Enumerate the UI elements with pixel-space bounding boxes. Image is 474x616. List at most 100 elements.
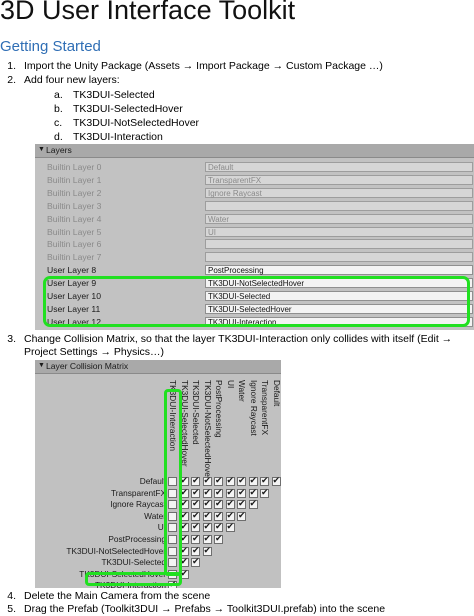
layer-name: Builtin Layer 3: [47, 200, 102, 211]
foldout-triangle-icon[interactable]: ▼: [38, 146, 45, 153]
matrix-checkbox-checked[interactable]: ✔: [191, 510, 200, 521]
matrix-checkbox-checked[interactable]: ✔: [214, 534, 223, 544]
matrix-checkbox-checked[interactable]: ✔: [191, 545, 200, 556]
sub-number: d.: [54, 131, 63, 143]
matrix-checkbox-checked[interactable]: ✔: [260, 476, 269, 486]
layer-row: Builtin Layer 5 UI: [35, 226, 474, 239]
matrix-checkbox-checked[interactable]: ✔: [214, 476, 223, 486]
matrix-checkbox-checked[interactable]: ✔: [260, 487, 269, 498]
sub-text: TK3DUI-Interaction: [73, 131, 163, 143]
matrix-column-label: Water: [237, 380, 247, 402]
layer-name: User Layer 11: [47, 303, 101, 314]
layer-name-field: UI: [205, 226, 473, 237]
matrix-row-label: TransparentFX: [110, 487, 166, 498]
step-text: Change Collision Matrix, so that the lay…: [24, 333, 453, 345]
layer-name: User Layer 8: [47, 265, 97, 276]
matrix-checkbox-checked[interactable]: ✔: [225, 510, 235, 521]
step-number: 5.: [7, 603, 16, 615]
matrix-checkbox-checked[interactable]: ✔: [248, 487, 258, 498]
section-heading: Getting Started: [0, 38, 101, 55]
matrix-checkbox-checked[interactable]: ✔: [225, 476, 235, 486]
matrix-panel-header[interactable]: ▼ Layer Collision Matrix: [35, 360, 281, 374]
layer-row: Builtin Layer 3: [35, 200, 474, 213]
layer-name-field[interactable]: PostProcessing: [205, 265, 473, 276]
matrix-checkbox-checked[interactable]: ✔: [237, 487, 246, 498]
matrix-checkbox-checked[interactable]: ✔: [191, 557, 200, 568]
layer-name-field[interactable]: TK3DUI-Selected: [205, 291, 473, 301]
matrix-checkbox-checked[interactable]: ✔: [214, 487, 223, 498]
matrix-checkbox-unchecked[interactable]: [168, 535, 177, 544]
matrix-checkbox-checked[interactable]: ✔: [214, 510, 223, 521]
matrix-checkbox-unchecked[interactable]: [168, 488, 177, 498]
layer-name-field: [205, 239, 473, 250]
sub-text: TK3DUI-NotSelectedHover: [73, 117, 200, 129]
foldout-triangle-icon[interactable]: ▼: [38, 362, 45, 369]
layer-name-field: [205, 252, 473, 263]
layers-panel-title: Layers: [46, 145, 72, 155]
matrix-checkbox-checked[interactable]: ✔: [248, 499, 258, 510]
layer-name: Builtin Layer 1: [47, 174, 102, 185]
step-number: 4.: [7, 590, 16, 602]
matrix-checkbox-checked[interactable]: ✔: [225, 487, 235, 498]
layers-panel-header[interactable]: ▼ Layers: [35, 144, 474, 158]
sub-text: TK3DUI-SelectedHover: [73, 103, 183, 115]
sub-number: a.: [54, 89, 63, 101]
matrix-checkbox-unchecked[interactable]: [168, 546, 177, 556]
layer-name-field: Water: [205, 213, 473, 224]
matrix-checkbox-checked[interactable]: ✔: [202, 545, 212, 556]
layer-name: Builtin Layer 0: [47, 162, 102, 172]
matrix-checkbox-checked[interactable]: ✔: [202, 534, 212, 544]
matrix-checkbox-checked[interactable]: ✔: [191, 476, 200, 486]
step-text: Import the Unity Package (Assets → Impor…: [24, 60, 383, 72]
step-1: 1. Import the Unity Package (Assets → Im…: [0, 60, 474, 73]
matrix-checkbox-checked[interactable]: ✔: [214, 522, 223, 533]
step-number: 1.: [7, 60, 16, 72]
matrix-checkbox-checked[interactable]: ✔: [191, 487, 200, 498]
layer-name-field: Ignore Raycast: [205, 187, 473, 198]
matrix-checkbox-checked[interactable]: ✔: [214, 499, 223, 510]
matrix-checkbox-checked[interactable]: ✔: [202, 499, 212, 510]
matrix-checkbox-checked[interactable]: ✔: [202, 476, 212, 486]
matrix-checkbox-unchecked[interactable]: [168, 558, 177, 568]
matrix-checkbox-checked[interactable]: ✔: [225, 499, 235, 510]
layer-name: User Layer 12: [47, 316, 101, 327]
sub-number: c.: [54, 117, 63, 129]
matrix-checkbox-checked[interactable]: ✔: [271, 476, 281, 486]
matrix-checkbox-checked[interactable]: ✔: [225, 522, 235, 533]
matrix-column-label: Default: [271, 380, 282, 407]
matrix-checkbox-checked[interactable]: ✔: [248, 476, 258, 486]
matrix-checkbox-checked[interactable]: ✔: [237, 510, 246, 521]
matrix-checkbox-checked[interactable]: ✔: [202, 522, 212, 533]
step-5: 5. Drag the Prefab (Toolkit3DUI → Prefab…: [0, 603, 474, 616]
matrix-row-label: TK3DUI-Selected: [101, 557, 166, 568]
matrix-row-label: Default: [139, 476, 166, 486]
matrix-checkbox-checked[interactable]: ✔: [202, 487, 212, 498]
matrix-checkbox-checked[interactable]: ✔: [237, 499, 246, 510]
matrix-checkbox-checked[interactable]: ✔: [191, 499, 200, 510]
matrix-checkbox-checked[interactable]: ✔: [191, 522, 200, 533]
matrix-checkbox-unchecked[interactable]: [168, 523, 177, 533]
layer-name-field[interactable]: TK3DUI-SelectedHover: [205, 303, 473, 314]
matrix-checkbox-checked[interactable]: ✔: [237, 476, 246, 486]
matrix-column-label: TK3DUI-Selected: [191, 380, 201, 445]
matrix-row-label: TK3DUI-NotSelectedHover: [66, 545, 166, 556]
step-4: 4. Delete the Main Camera from the scene: [0, 590, 474, 603]
matrix-checkbox-unchecked[interactable]: [168, 511, 177, 521]
matrix-checkbox-checked[interactable]: ✔: [202, 510, 212, 521]
matrix-checkbox-unchecked[interactable]: [168, 477, 177, 486]
sub-text: TK3DUI-Selected: [73, 89, 155, 101]
matrix-column-label: TK3DUI-NotSelectedHover: [202, 380, 213, 480]
matrix-checkbox-checked[interactable]: ✔: [191, 534, 200, 544]
matrix-checkbox-unchecked[interactable]: [168, 500, 177, 510]
layer-name-field: [205, 200, 473, 211]
document-title: 3D User Interface Toolkit: [0, 0, 296, 25]
layer-name: Builtin Layer 5: [47, 226, 102, 237]
step-text-continued: Project Settings → Physics…): [24, 346, 165, 358]
step-text: Drag the Prefab (Toolkit3DUI → Prefabs →…: [24, 603, 386, 615]
layer-row: Builtin Layer 7: [35, 251, 474, 264]
